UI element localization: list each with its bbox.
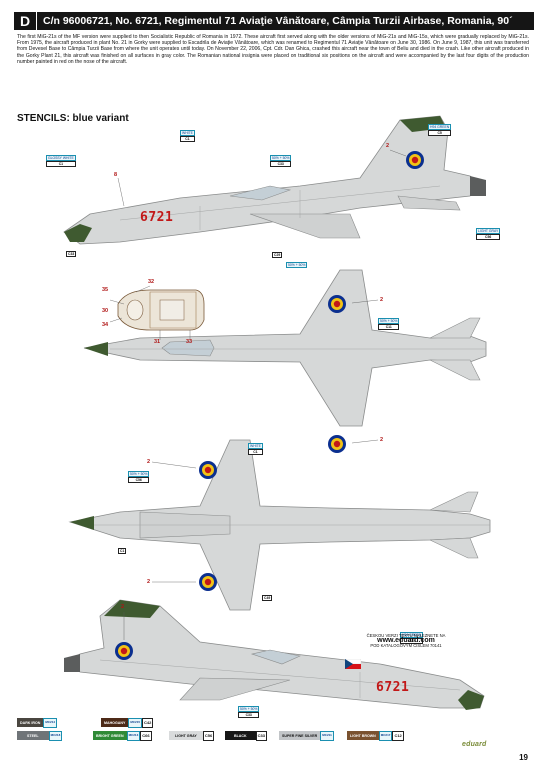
- eduard-logo: eduard: [462, 741, 487, 748]
- palette-swatch-4-name: LIGHT GRAY: [169, 731, 203, 740]
- palette-swatch-1: MAHOGANY MC215 C42: [101, 717, 154, 728]
- marking-number-33: 33: [186, 339, 193, 345]
- roundel-top-right-wing: [328, 435, 346, 453]
- marking-number-32: 32: [148, 279, 155, 285]
- marking-number-30: 30: [102, 308, 109, 314]
- stencil-tag-10: 50% + 50%C56: [128, 471, 150, 483]
- palette-swatch-5: BLACK C33: [225, 730, 267, 741]
- palette-swatch-6-name: SUPER FINE SILVER: [279, 731, 321, 740]
- marking-number-8: 8: [114, 172, 118, 178]
- side-view-right: [64, 599, 485, 710]
- stencil-tag-5: C33: [66, 251, 77, 257]
- paint-palette: DARK IRON MC214 MAHOGANY MC215 C42 STEEL…: [17, 717, 477, 742]
- marking-number-2c: 2: [380, 437, 384, 443]
- nose-number-left: 6721: [140, 210, 174, 225]
- palette-swatch-7-name: LIGHT BROWN: [347, 731, 379, 740]
- palette-swatch-5-name: BLACK: [225, 731, 256, 740]
- roundel-bottom-left-wing: [199, 461, 217, 479]
- side-view-left: [63, 115, 486, 245]
- roundel-bottom-right-wing: [199, 573, 217, 591]
- stencil-tag-7: 50% + 50%: [286, 262, 308, 268]
- marking-number-31: 31: [154, 339, 161, 345]
- canopy-detail: [117, 289, 205, 331]
- marking-number-2d: 2: [147, 459, 151, 465]
- eduard-url[interactable]: www.eduard.com: [377, 637, 435, 644]
- marking-number-35: 35: [102, 287, 109, 293]
- czech-flag-icon: [345, 659, 361, 669]
- stencil-tag-14: C1: [118, 548, 127, 554]
- palette-swatch-4: LIGHT GRAY C56: [169, 730, 215, 741]
- bottom-view: [68, 439, 491, 611]
- nose-number-right: 6721: [376, 680, 410, 695]
- palette-swatch-7: LIGHT BROWN MC217 C12: [347, 730, 404, 741]
- roundel-fin: [406, 151, 424, 169]
- stencil-tag-13: 50% + 50%C33: [238, 706, 260, 718]
- marking-number-2a: 2: [386, 143, 390, 149]
- marking-number-2f: 2: [121, 604, 125, 610]
- marking-number-2e: 2: [147, 579, 151, 585]
- stencil-tag-4: 50% + 50%C33: [270, 155, 292, 167]
- palette-swatch-3-name: BRIGHT GREEN: [93, 731, 127, 740]
- page-number: 19: [519, 753, 528, 762]
- czech-note-line1: ČESKOU VERZI TEXTU NALEZNETE NA: [366, 633, 446, 638]
- stencils-heading: STENCILS: blue variant: [17, 113, 129, 124]
- palette-swatch-0-name: DARK IRON: [17, 718, 44, 727]
- palette-swatch-0: DARK IRON MC214: [17, 717, 58, 728]
- top-view: [83, 269, 487, 453]
- profile-header: D C/n 96006721, No. 6721, Regimentul 71 …: [14, 12, 534, 30]
- stencil-tag-6: C29: [272, 252, 283, 258]
- marking-number-2b: 2: [380, 297, 384, 303]
- palette-swatch-2: STEEL MC218: [17, 730, 63, 741]
- stencil-tag-9: 50% + 50%C11: [378, 318, 400, 330]
- palette-swatch-6: SUPER FINE SILVER MC211: [279, 730, 334, 741]
- roundel-top-left-wing: [328, 295, 346, 313]
- palette-swatch-1-name: MAHOGANY: [101, 718, 129, 727]
- profile-letter: D: [14, 12, 37, 30]
- palette-swatch-2-name: STEEL: [17, 731, 49, 740]
- czech-note-line2: POD KATALOGOVÝM ČÍSLEM 70141: [370, 643, 442, 648]
- history-text: The first MiG-21s of the MF version were…: [17, 34, 529, 65]
- leader-lines: [109, 149, 407, 640]
- palette-swatch-3: BRIGHT GREEN MC213 C66: [93, 730, 152, 741]
- roundel-fin-right: [115, 642, 133, 660]
- marking-number-34: 34: [102, 322, 109, 328]
- profile-title: C/n 96006721, No. 6721, Regimentul 71 Av…: [43, 15, 513, 27]
- czech-version-note: ČESKOU VERZI TEXTU NALEZNETE NA www.edua…: [356, 633, 456, 648]
- stencil-tag-15: C49: [262, 595, 273, 601]
